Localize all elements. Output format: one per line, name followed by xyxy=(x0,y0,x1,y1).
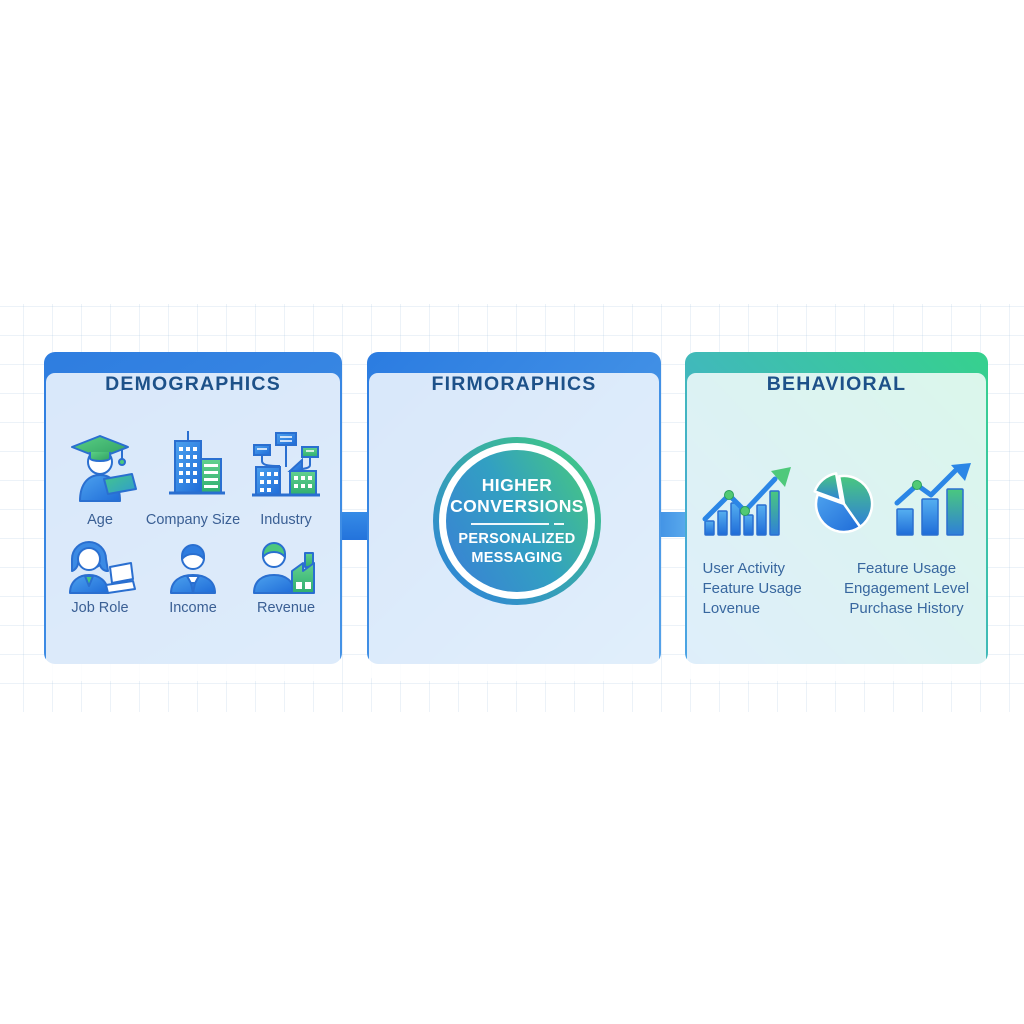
icon-box xyxy=(62,537,138,595)
badge-core: HIGHER CONVERSIONS PERSONALIZED MESSAGIN… xyxy=(446,450,588,592)
panel-title-firmographics: FIRMORAPHICS xyxy=(431,373,597,395)
list-item: Engagement Level xyxy=(843,580,970,597)
behavioral-list-right: Feature Usage Engagement Level Purchase … xyxy=(843,559,971,619)
demographic-item-industry: Industry xyxy=(240,423,332,528)
badge-line-personalized: PERSONALIZED xyxy=(458,530,576,547)
center-conversion-badge: HIGHER CONVERSIONS PERSONALIZED MESSAGIN… xyxy=(433,437,601,605)
demographic-item-age: Age xyxy=(54,423,146,528)
panel-demographics: DEMOGRAPHICS xyxy=(44,352,342,681)
icon-box xyxy=(62,423,138,507)
demographic-label: Income xyxy=(169,600,217,616)
badge-line-messaging: MESSAGING xyxy=(471,549,563,566)
connected-buildings-icon xyxy=(252,432,320,497)
icon-box xyxy=(164,537,222,595)
list-item: Feature Usage xyxy=(856,560,957,577)
demographic-item-company-size: Company Size xyxy=(145,423,241,528)
demographic-label: Revenue xyxy=(256,600,316,616)
graduate-laptop-icon xyxy=(71,435,137,502)
buildings-icon xyxy=(169,431,225,495)
list-item: User Activity xyxy=(702,560,786,577)
list-item: Purchase History xyxy=(849,600,964,617)
demographic-item-revenue: Revenue xyxy=(240,537,332,616)
behavioral-icons-row xyxy=(687,463,986,537)
icon-box xyxy=(248,537,324,595)
demographics-row-2: Job Role Income xyxy=(46,537,340,616)
demographic-item-income: Income xyxy=(147,537,239,616)
list-item: Feature Usage xyxy=(702,580,802,597)
panel-behavioral-body: BEHAVIORAL xyxy=(687,373,986,681)
badge-divider xyxy=(470,522,564,525)
panel-behavioral: BEHAVIORAL xyxy=(685,352,988,681)
icon-box xyxy=(155,423,231,507)
panel-title-demographics: DEMOGRAPHICS xyxy=(105,373,281,395)
professional-woman-laptop-icon xyxy=(69,541,136,594)
badge-line-higher: HIGHER xyxy=(481,474,553,495)
demographic-label: Industry xyxy=(260,512,312,528)
badge-line-conversions: CONVERSIONS xyxy=(450,495,584,516)
businessman-icon xyxy=(170,544,216,594)
behavioral-lists: User Activity Feature Usage Lovenue Feat… xyxy=(687,559,986,619)
demographic-item-job-role: Job Role xyxy=(54,537,146,616)
worker-factory-icon xyxy=(253,542,315,594)
list-item: Lovenue xyxy=(702,600,761,617)
divider-line xyxy=(470,522,549,525)
demographic-label: Company Size xyxy=(145,512,241,528)
trend-line-bar-chart-icon xyxy=(702,467,791,536)
behavioral-list-left: User Activity Feature Usage Lovenue xyxy=(703,559,813,619)
pie-chart-icon xyxy=(812,472,873,534)
demographic-label: Job Role xyxy=(71,600,129,616)
icon-box xyxy=(248,423,324,507)
panel-demographics-body: DEMOGRAPHICS xyxy=(46,373,340,681)
panel-title-behavioral: BEHAVIORAL xyxy=(766,373,907,395)
demographics-row-1: Age xyxy=(46,423,340,528)
demographic-label: Age xyxy=(87,512,113,528)
growth-bar-chart-icon xyxy=(894,463,971,536)
badge-white-gap: HIGHER CONVERSIONS PERSONALIZED MESSAGIN… xyxy=(439,443,595,599)
divider-tick xyxy=(553,522,564,525)
